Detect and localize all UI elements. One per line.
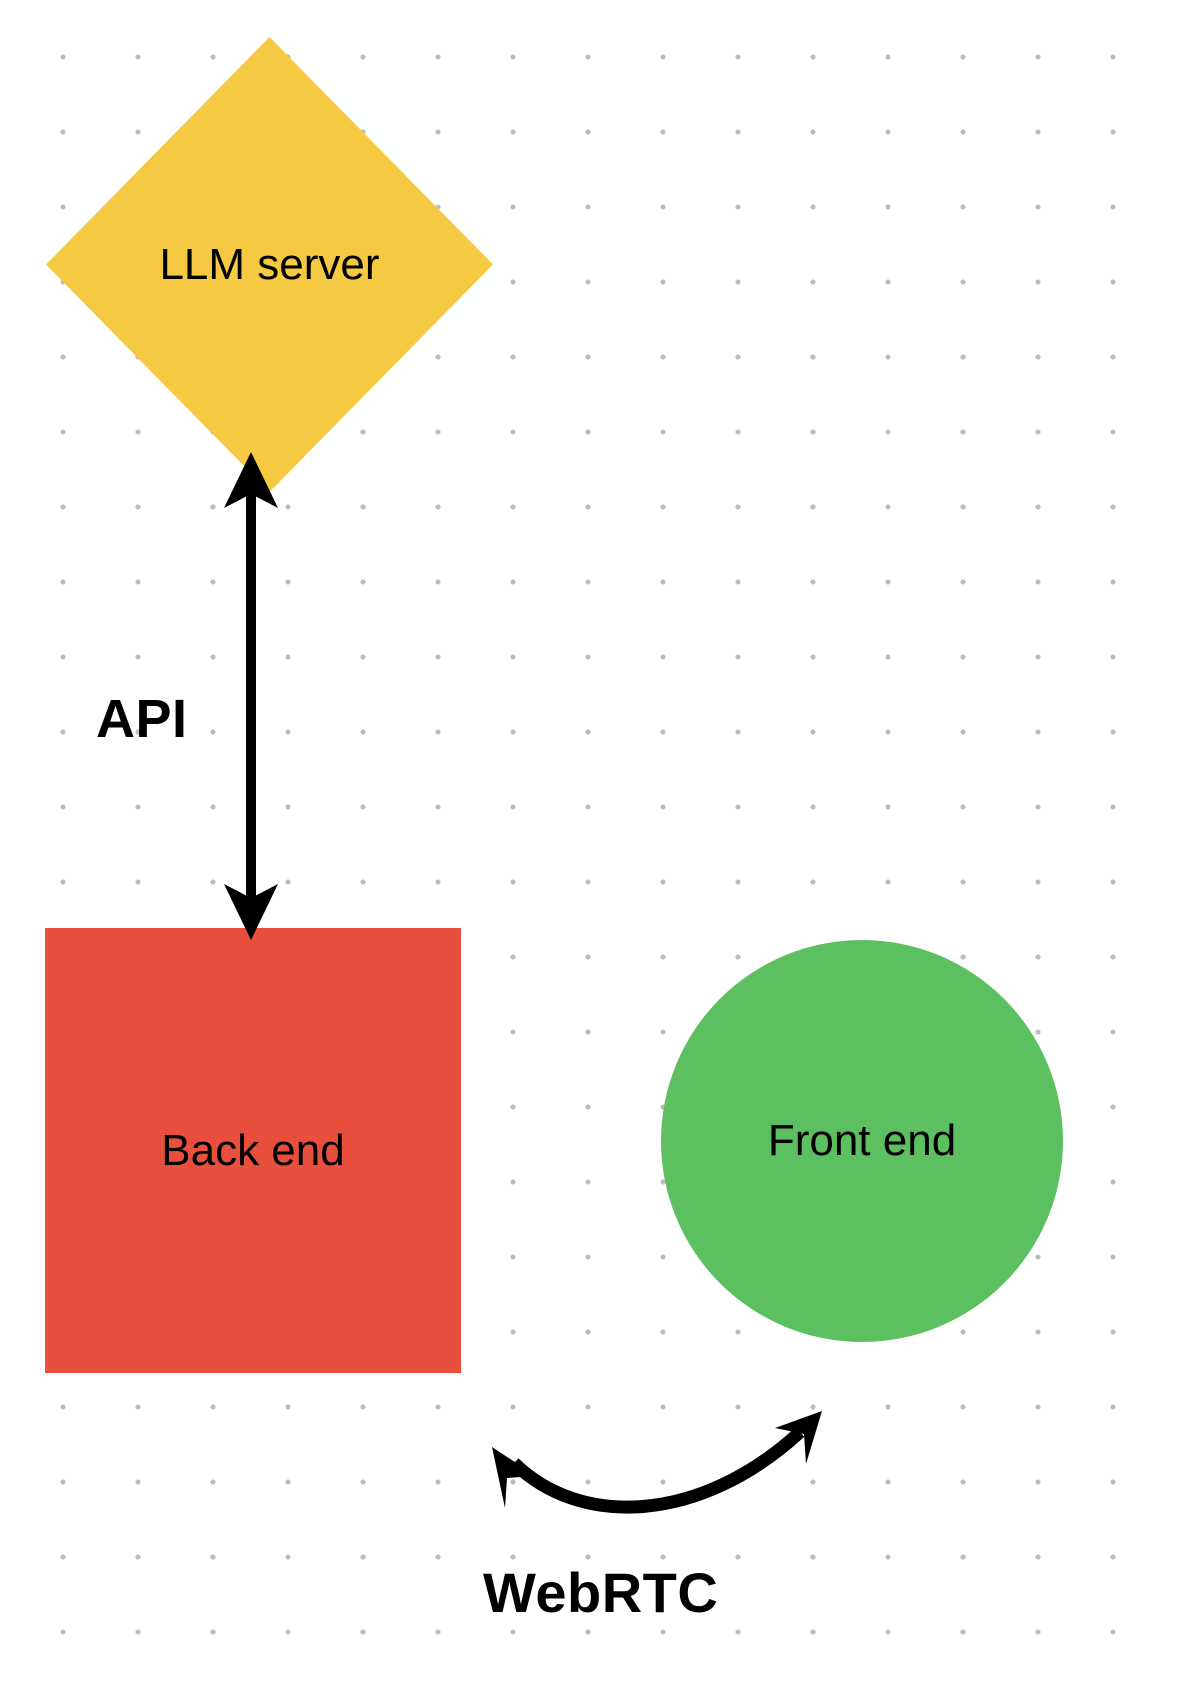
diamond-shape (46, 37, 493, 492)
node-back-end[interactable] (45, 928, 461, 1373)
edge-webrtc-curve (509, 1427, 805, 1514)
edge-webrtc-label: WebRTC (483, 1561, 719, 1624)
edge-api-arrow[interactable] (224, 452, 278, 940)
node-front-end[interactable] (661, 940, 1063, 1342)
arrowhead-right-icon (775, 1411, 822, 1464)
edge-api-label: API (96, 689, 188, 749)
arrowhead-left-icon (492, 1447, 536, 1508)
node-llm-server[interactable] (46, 37, 493, 492)
edge-webrtc-arrow[interactable] (492, 1411, 822, 1514)
